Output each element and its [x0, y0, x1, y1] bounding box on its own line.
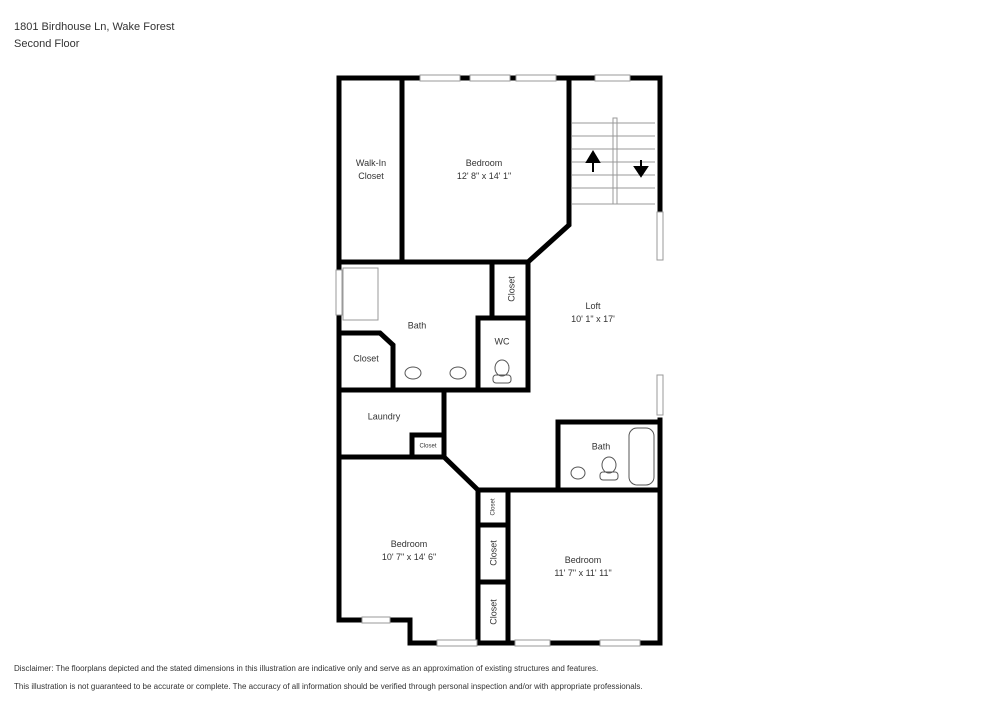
room-label: Loft 10' 1" x 17'	[571, 300, 615, 326]
room-label: Bath	[408, 320, 427, 333]
disclaimer-line-1: Disclaimer: The floorplans depicted and …	[14, 664, 599, 673]
room-name: Bath	[591, 441, 611, 452]
room-label: Bedroom 12' 8" x 14' 1"	[457, 157, 511, 183]
room-label: Laundry	[368, 411, 401, 424]
floor-title: Second Floor	[14, 38, 80, 50]
room-name: Bedroom	[564, 555, 602, 565]
room-name: Walk-In	[355, 158, 387, 168]
room-label: Bedroom 11' 7" x 11' 11"	[554, 554, 611, 580]
room-label: Closet	[488, 498, 501, 515]
room-name: Closet	[490, 498, 497, 516]
disclaimer-line-2: This illustration is not guaranteed to b…	[14, 682, 643, 691]
room-dims: 12' 8" x 14' 1"	[456, 171, 512, 181]
room-label: Closet	[506, 276, 519, 302]
room-name: Closet	[488, 540, 499, 566]
room-name2: Closet	[358, 171, 384, 181]
room-label: Closet	[488, 540, 501, 566]
room-label: Closet	[488, 599, 501, 625]
room-name: Bath	[407, 320, 427, 331]
room-name: Closet	[506, 276, 517, 302]
room-label: Closet	[353, 353, 379, 366]
room-name: Bedroom	[390, 539, 428, 549]
room-name: WC	[494, 336, 510, 347]
room-label: Bath	[592, 441, 611, 454]
room-dims: 10' 1" x 17'	[571, 314, 615, 324]
room-label: Bedroom 10' 7" x 14' 6"	[382, 538, 436, 564]
room-name: Closet	[353, 353, 379, 364]
address-title: 1801 Birdhouse Ln, Wake Forest	[14, 21, 175, 33]
room-dims: 10' 7" x 14' 6"	[381, 552, 437, 562]
room-label: WC	[495, 336, 510, 349]
room-name: Laundry	[367, 411, 401, 422]
room-name: Closet	[488, 599, 499, 625]
room-name: Closet	[419, 443, 437, 450]
room-dims: 11' 7" x 11' 11"	[554, 568, 612, 578]
room-name: Loft	[585, 301, 601, 311]
room-name: Bedroom	[465, 158, 503, 168]
room-label: Closet	[419, 441, 436, 454]
